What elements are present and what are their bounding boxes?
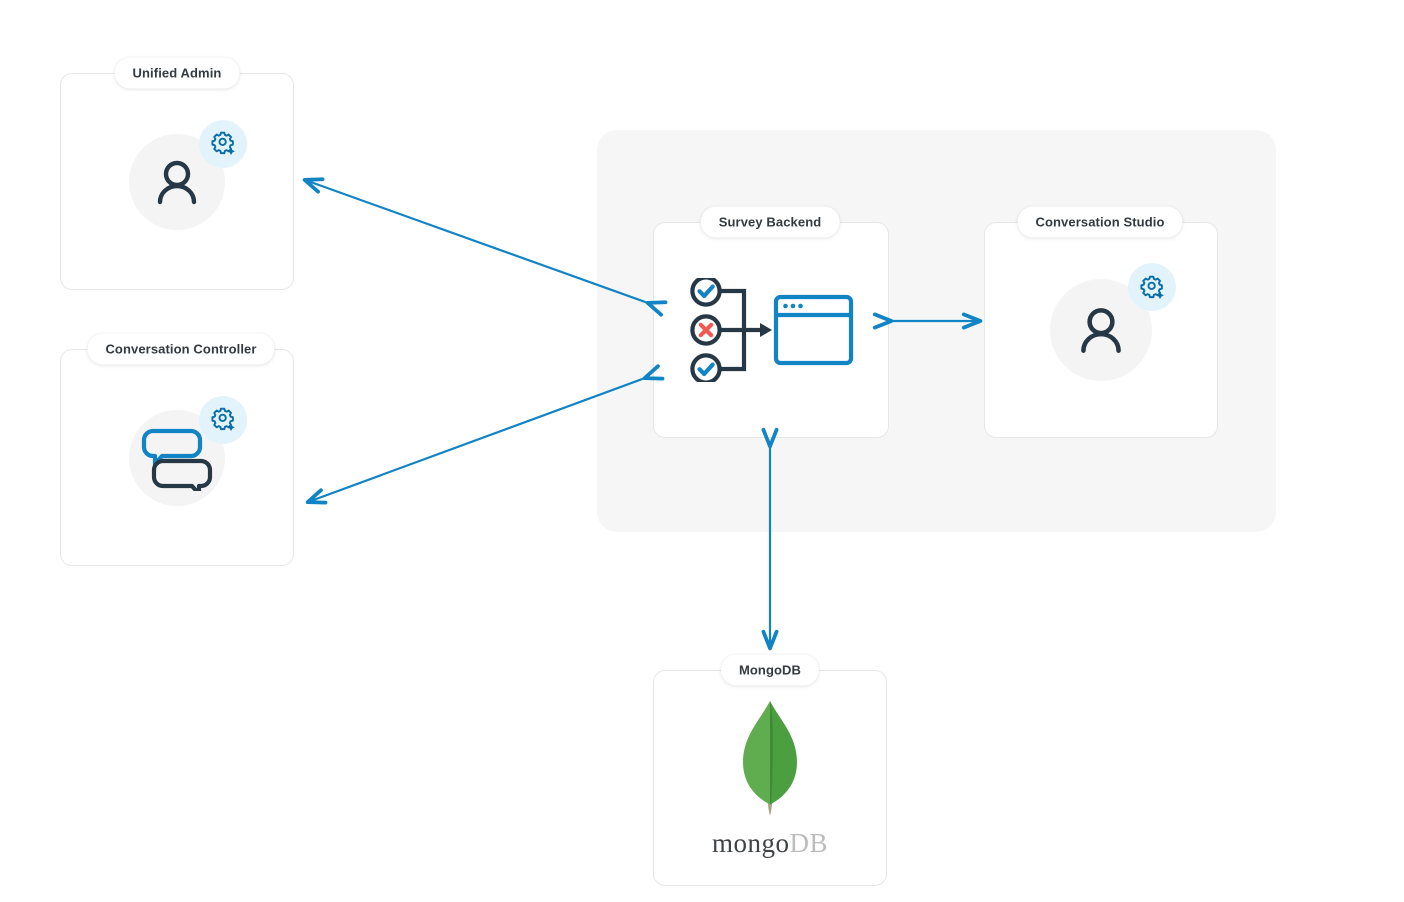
user-icon xyxy=(1081,308,1121,353)
workflow-validation-icon xyxy=(690,278,854,382)
mongodb-wordmark-db: DB xyxy=(789,827,829,858)
node-label-mongodb: MongoDB xyxy=(720,654,820,686)
node-survey-backend[interactable] xyxy=(653,222,889,438)
mongodb-leaf-icon xyxy=(743,700,797,816)
gear-sparkle-badge xyxy=(199,119,247,168)
avatar xyxy=(129,119,247,230)
node-conversation-studio-body xyxy=(985,223,1217,437)
avatar xyxy=(1050,263,1176,381)
mongodb-wordmark-mongo: mongo xyxy=(711,827,790,858)
gear-icon xyxy=(1139,275,1164,299)
node-label-conversation-studio: Conversation Studio xyxy=(1017,206,1183,238)
gear-icon xyxy=(210,131,235,156)
node-conversation-studio[interactable] xyxy=(984,222,1218,438)
chat-disc xyxy=(129,395,247,506)
gear-sparkle-badge xyxy=(199,395,247,444)
chat-bubbles-icon xyxy=(141,428,213,491)
mongodb-wordmark: mongoDB xyxy=(712,828,828,859)
node-label-survey-backend: Survey Backend xyxy=(700,206,840,238)
connector-conversation-controller-survey-backend xyxy=(305,364,665,505)
mongodb-logo: mongoDB xyxy=(712,698,828,859)
node-unified-admin-body xyxy=(61,74,293,289)
node-mongodb-body: mongoDB xyxy=(654,671,886,885)
node-conversation-controller-body xyxy=(61,350,293,565)
node-conversation-controller[interactable] xyxy=(60,349,294,566)
node-label-conversation-controller: Conversation Controller xyxy=(87,333,275,365)
node-survey-backend-body xyxy=(654,223,888,437)
node-mongodb[interactable]: mongoDB xyxy=(653,670,887,886)
gear-sparkle-badge xyxy=(1128,263,1176,311)
gear-icon xyxy=(210,407,235,432)
user-icon xyxy=(157,160,197,204)
node-unified-admin[interactable] xyxy=(60,73,294,290)
node-label-unified-admin: Unified Admin xyxy=(114,57,240,89)
